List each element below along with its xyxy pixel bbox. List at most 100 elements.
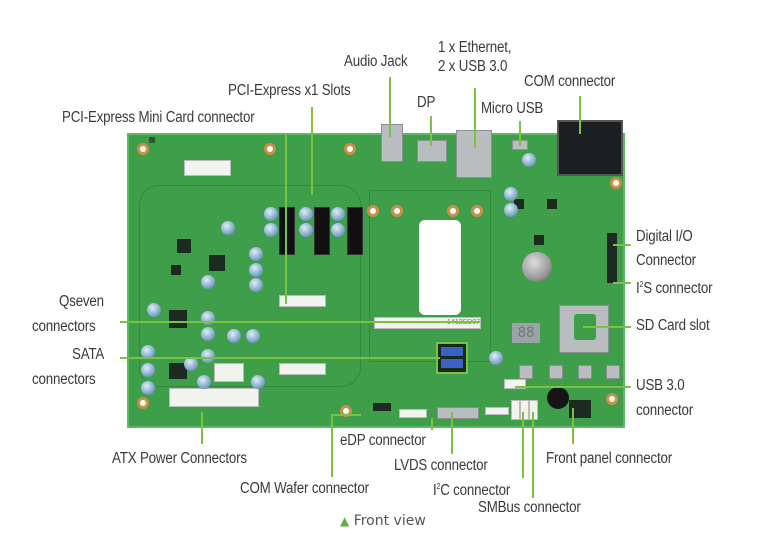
leader-line-com-wafer-h — [331, 414, 361, 416]
tact-button — [606, 365, 620, 379]
label-com-wafer: COM Wafer connector — [240, 480, 369, 497]
led-display: 88 — [512, 323, 540, 343]
capacitor — [331, 207, 345, 221]
capacitor — [249, 278, 263, 292]
label-ethernet-usb-line1: 1 x Ethernet, — [438, 39, 512, 56]
label-audio-jack: Audio Jack — [344, 53, 408, 70]
label-smbus-connector: SMBus connector — [478, 499, 581, 516]
inductor — [169, 363, 187, 379]
led-display-text: 88 — [517, 325, 535, 341]
capacitor — [141, 363, 155, 377]
atx-8pin-connector — [214, 363, 244, 382]
inductor — [169, 310, 187, 328]
pcie-mini-card-connector — [279, 295, 326, 307]
i2s-superscript: 2 — [639, 280, 644, 289]
leader-line-i2s — [613, 282, 631, 284]
displayport-connector — [417, 140, 447, 162]
label-ethernet-usb-line2: 2 x USB 3.0 — [438, 58, 508, 75]
ic-chip — [547, 199, 557, 209]
i2c-suffix: C connector — [440, 482, 511, 500]
label-usb30-line2: connector — [636, 402, 694, 419]
capacitor — [504, 203, 518, 217]
pcie-mini-card-latch — [279, 363, 326, 375]
mounting-hole — [264, 143, 276, 155]
wafer-header — [485, 407, 509, 415]
capacitor — [299, 223, 313, 237]
leader-line-audio — [389, 77, 391, 137]
digital-io-header — [607, 233, 617, 283]
label-com-connector: COM connector — [524, 73, 616, 90]
label-sata-line1: SATA — [72, 346, 105, 363]
capacitor — [201, 349, 215, 363]
smbus-header — [520, 400, 529, 420]
i2s-suffix: S connector — [643, 280, 713, 298]
leader-line-pcie-mini — [285, 134, 287, 304]
label-i2c-connector: I2C connector — [433, 478, 510, 500]
capacitor — [201, 327, 215, 341]
capacitor — [227, 329, 241, 343]
leader-line-digital-io — [613, 244, 631, 246]
front-panel-header — [569, 400, 591, 418]
sata-connectors — [436, 342, 468, 374]
capacitor — [522, 153, 536, 167]
capacitor — [221, 221, 235, 235]
ic-chip — [171, 265, 181, 275]
label-dp: DP — [417, 94, 436, 111]
i2c-header — [511, 400, 520, 420]
lvds-connector — [437, 407, 479, 419]
label-digital-io-line1: Digital I/O — [636, 228, 693, 245]
audio-jack — [381, 124, 403, 162]
capacitor — [251, 375, 265, 389]
leader-line-atx — [201, 412, 203, 444]
capacitor — [246, 329, 260, 343]
label-lvds-connector: LVDS connector — [394, 457, 488, 474]
leader-line-smbus — [532, 412, 534, 498]
leader-line-lvds — [451, 412, 453, 454]
leader-line-sd-card — [583, 326, 631, 328]
capacitor — [504, 187, 518, 201]
leader-line-usb30 — [515, 386, 631, 388]
qseven-cutout — [419, 220, 461, 315]
capacitor — [249, 263, 263, 277]
usb30-header — [504, 379, 526, 389]
ic-chip — [514, 199, 524, 209]
ic-chip — [177, 239, 191, 253]
edp-connector — [399, 409, 427, 418]
ic-chip — [534, 235, 544, 245]
capacitor — [331, 223, 345, 237]
label-sata-line2: connectors — [32, 371, 96, 388]
capacitor — [489, 351, 503, 365]
leader-line-front-panel — [572, 408, 574, 444]
buzzer — [547, 387, 569, 409]
capacitor — [147, 303, 161, 317]
i2c-superscript: 2 — [436, 482, 441, 491]
capacitor — [141, 345, 155, 359]
tact-button — [578, 365, 592, 379]
pcie-x1-slot — [279, 207, 295, 255]
tact-button — [519, 365, 533, 379]
inductor — [209, 255, 225, 271]
triangle-up-icon: ▲ — [340, 514, 350, 528]
label-micro-usb: Micro USB — [481, 100, 544, 117]
i2c-prefix: I — [433, 482, 437, 500]
label-edp-connector: eDP connector — [340, 432, 426, 449]
caption-text: Front view — [353, 513, 426, 529]
mounting-hole — [137, 143, 149, 155]
coin-battery — [522, 252, 552, 282]
leader-line-i2c — [522, 412, 524, 478]
leader-line-sata — [120, 357, 440, 359]
leader-line-micro-usb — [519, 121, 521, 146]
figure-caption: ▲ Front view — [340, 513, 426, 529]
label-qseven-line2: connectors — [32, 318, 96, 335]
leader-line-com — [579, 96, 581, 134]
label-front-panel: Front panel connector — [546, 450, 673, 467]
label-digital-io-line2: Connector — [636, 252, 696, 269]
leader-line-dp — [430, 116, 432, 146]
label-pcie-mini-card: PCI-Express Mini Card connector — [62, 109, 255, 126]
mounting-hole — [137, 397, 149, 409]
leader-line-edp — [431, 418, 433, 430]
com-db9-connector — [557, 120, 623, 176]
mounting-hole — [606, 393, 618, 405]
label-atx-power: ATX Power Connectors — [112, 450, 247, 467]
mounting-hole — [367, 205, 379, 217]
